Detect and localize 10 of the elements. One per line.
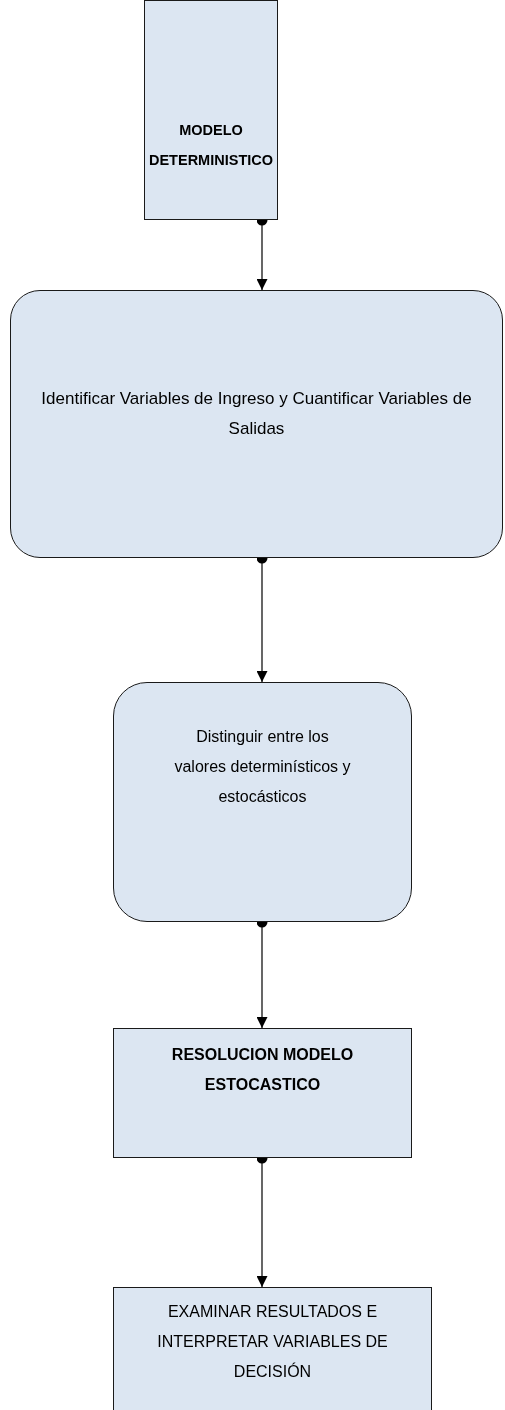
node-label: Distinguir entre los valores determinísticos y estocásticos: [173, 727, 352, 807]
process-box: [144, 0, 278, 220]
rounded-process-box: [113, 682, 412, 922]
process-box: [113, 1287, 432, 1410]
node-label: Identificar Variables de Ingreso y Cuantificar Variables de Salidas: [40, 388, 473, 440]
rounded-process-box: [10, 290, 503, 558]
node-label: MODELO DETERMINISTICO: [147, 121, 275, 170]
process-box: [113, 1028, 412, 1158]
node-label: EXAMINAR RESULTADOS E INTERPRETAR VARIABLES DE DECISIÓN: [156, 1302, 389, 1382]
node-label: RESOLUCION MODELO ESTOCASTICO: [170, 1045, 355, 1095]
